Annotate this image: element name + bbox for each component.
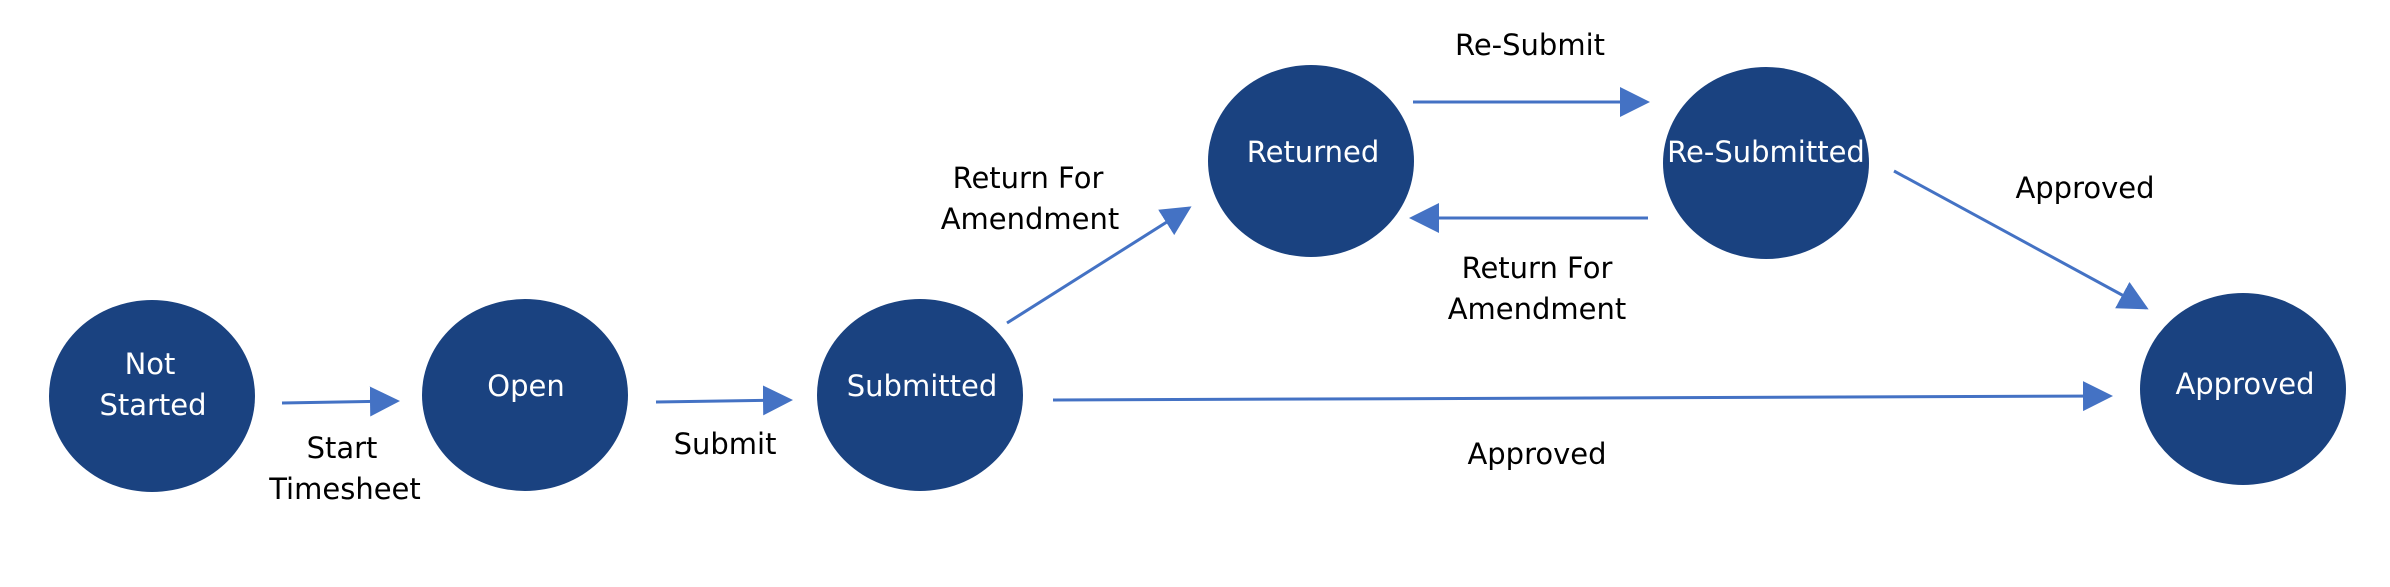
node-returned: Returned [1208, 65, 1414, 257]
edge-label-approved-from-resubmitted: Approved [2015, 171, 2154, 205]
edge-label-return-for-amendment-1-line1: Return For [953, 161, 1104, 195]
node-not-started-label-line1: Not [125, 347, 176, 381]
node-resubmitted-shape [1663, 67, 1869, 259]
arrow-resubmitted-to-approved [1893, 169, 2149, 310]
edge-label-resubmit: Re-Submit [1455, 28, 1605, 62]
edge-labels-group: Start Timesheet Submit Return For Amendm… [268, 28, 2154, 506]
node-resubmitted-label: Re-Submitted [1667, 135, 1865, 169]
node-approved: Approved [2140, 293, 2346, 485]
node-open: Open [422, 299, 628, 491]
node-approved-label: Approved [2175, 367, 2314, 401]
node-submitted: Submitted [817, 299, 1023, 491]
edge-label-approved-from-submitted: Approved [1467, 437, 1606, 471]
node-returned-label: Returned [1247, 135, 1379, 169]
edge-label-submit: Submit [674, 427, 777, 461]
edge-label-return-for-amendment-2-line1: Return For [1462, 251, 1613, 285]
arrow-open-to-submitted [655, 385, 793, 416]
node-submitted-label: Submitted [847, 369, 998, 403]
node-submitted-shape [817, 299, 1023, 491]
arrow-submitted-to-returned [1006, 206, 1192, 325]
arrow-submitted-to-approved [1052, 381, 2113, 412]
edges-group [281, 87, 2149, 417]
node-resubmitted: Re-Submitted [1663, 67, 1869, 259]
arrow-not-started-to-open [281, 386, 400, 417]
node-not-started: Not Started [49, 300, 255, 492]
edge-label-start-timesheet-line1: Start [307, 431, 378, 465]
node-open-label: Open [487, 369, 564, 403]
edge-label-return-for-amendment-2-line2: Amendment [1448, 292, 1627, 326]
node-not-started-shape [49, 300, 255, 492]
edge-label-start-timesheet-line2: Timesheet [268, 472, 421, 506]
node-not-started-label-line2: Started [99, 388, 206, 422]
edge-label-return-for-amendment-1-line2: Amendment [941, 202, 1120, 236]
node-approved-shape [2140, 293, 2346, 485]
node-returned-shape [1208, 65, 1414, 257]
node-open-shape [422, 299, 628, 491]
